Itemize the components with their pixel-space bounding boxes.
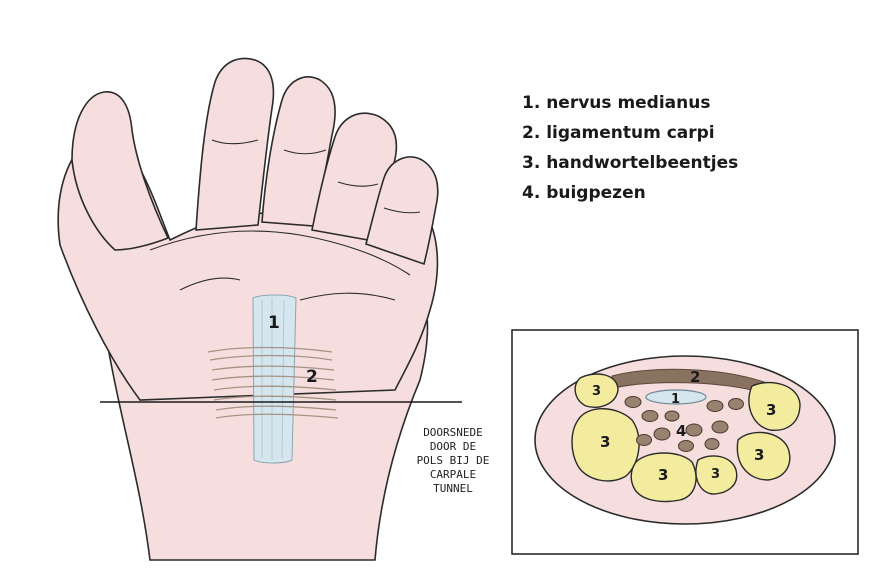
section-label-ligament: 2	[690, 368, 700, 386]
section-label-bone: 3	[754, 446, 764, 464]
section-label-bone: 3	[592, 384, 601, 399]
section-label-bone: 3	[658, 466, 668, 484]
legend-item-ligament: 2. ligamentum carpi	[522, 118, 738, 148]
legend-item-nerve: 1. nervus medianus	[522, 88, 738, 118]
hand-label-ligament: 2	[306, 367, 318, 387]
legend-item-tendons: 4. buigpezen	[522, 178, 738, 208]
legend-item-bones: 3. handwortelbeentjes	[522, 148, 738, 178]
section-label-nerve: 1	[671, 392, 680, 407]
legend: 1. nervus medianus 2. ligamentum carpi 3…	[522, 88, 738, 208]
caption-line: POLS BIJ DE	[392, 454, 514, 468]
section-label-bone: 3	[766, 401, 776, 419]
caption-line: DOOR DE	[392, 440, 514, 454]
cross-section-panel: 2 1 4 3 3 3 3 3 3	[512, 330, 858, 554]
caption-line: DOORSNEDE	[392, 426, 514, 440]
section-label-tendons: 4	[676, 422, 686, 440]
hand-label-nerve: 1	[268, 313, 280, 333]
section-label-bone: 3	[711, 467, 720, 482]
caption-line: CARPALE	[392, 468, 514, 482]
cross-section-caption: DOORSNEDE DOOR DE POLS BIJ DE CARPALE TU…	[392, 426, 514, 496]
section-label-bone: 3	[600, 433, 610, 451]
caption-line: TUNNEL	[392, 482, 514, 496]
